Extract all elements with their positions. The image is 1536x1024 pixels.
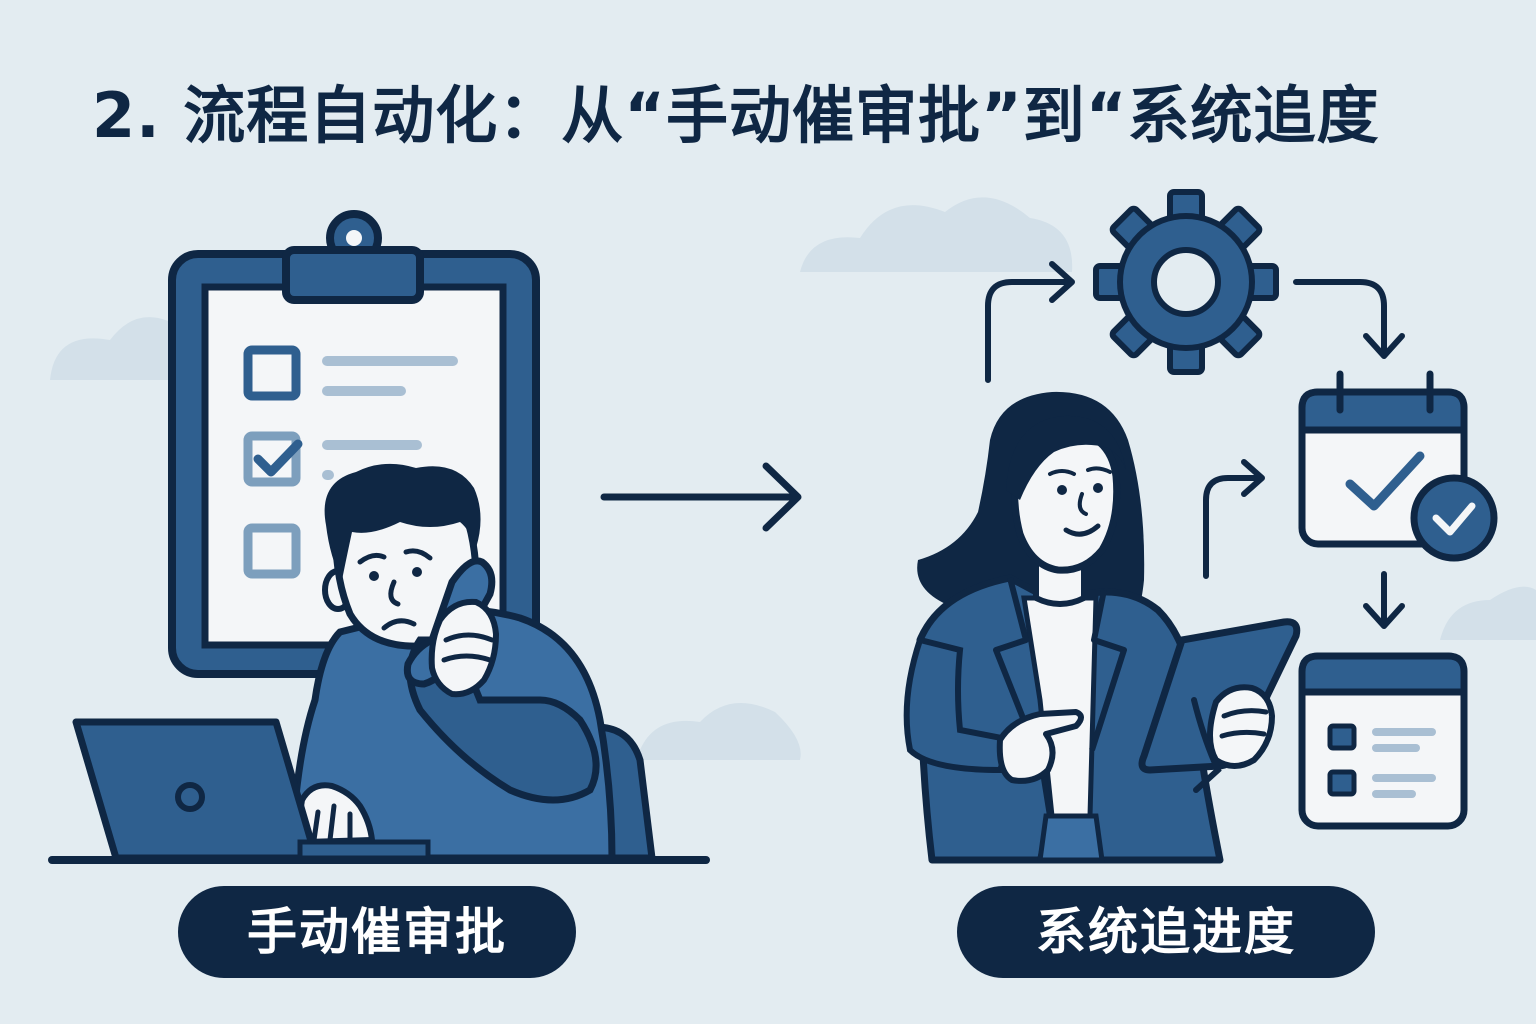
woman-nose <box>1077 492 1088 516</box>
woman-holding-fingers <box>1219 708 1269 739</box>
checkbox-icon <box>243 523 301 579</box>
system-tracking-scene <box>903 189 1498 864</box>
woman-holding-hand <box>1207 684 1276 769</box>
cloud-right <box>1440 586 1536 640</box>
man-eye <box>369 571 379 581</box>
background-clouds <box>50 197 1536 760</box>
system-tracking-label: 系统追进度 <box>957 886 1375 978</box>
checklist-line <box>322 470 334 480</box>
cloud-top <box>800 197 1073 272</box>
man-brow <box>357 552 387 565</box>
woman-hair-front <box>1006 415 1126 500</box>
man-hand <box>428 598 500 698</box>
check-badge-icon <box>1410 474 1498 562</box>
woman-arm <box>903 636 1017 774</box>
page-title: 2. 流程自动化：从“手动催审批”到“系统追度 <box>92 79 1380 152</box>
checkbox-icon <box>243 345 301 401</box>
manual-approval-scene <box>48 210 710 864</box>
woman-lapel <box>1089 589 1127 751</box>
man-eye <box>412 567 422 577</box>
checklist-line <box>322 440 422 450</box>
woman-right-arm <box>1191 697 1222 793</box>
flow-arrow-down-icon <box>1293 279 1405 359</box>
stressed-man-figure <box>288 463 616 862</box>
woman-mouth <box>1063 523 1101 537</box>
flow-arrows <box>985 261 1405 629</box>
man-hair <box>324 463 481 580</box>
flow-arrow-up-icon <box>1203 459 1265 579</box>
checklist-line <box>322 386 406 396</box>
checklist-line <box>322 356 458 366</box>
arrow-right-icon <box>600 462 802 532</box>
checkbox-checked-icon <box>243 431 303 487</box>
flow-arrow-up-icon <box>985 261 1075 383</box>
woman-eye <box>1057 485 1067 495</box>
woman-eye <box>1093 483 1103 493</box>
flow-arrow-down-icon <box>1363 571 1405 629</box>
man-mouth <box>381 618 417 631</box>
woman-brow <box>1048 466 1112 476</box>
man-nose <box>388 579 401 607</box>
man-brow <box>403 548 433 561</box>
checklist <box>243 345 458 579</box>
cloud-mid <box>640 703 801 760</box>
laptop-icon <box>72 718 431 862</box>
cloud-left <box>50 317 185 380</box>
gear-icon <box>1093 189 1279 375</box>
task-list-icon <box>1298 652 1468 830</box>
woman-pants <box>1037 813 1105 863</box>
man-finger <box>441 632 495 663</box>
man-typing-fingers <box>311 803 353 843</box>
smiling-woman-figure <box>903 391 1301 864</box>
manual-approval-label: 手动催审批 <box>178 886 576 978</box>
woman-pointing-hand <box>996 709 1084 784</box>
